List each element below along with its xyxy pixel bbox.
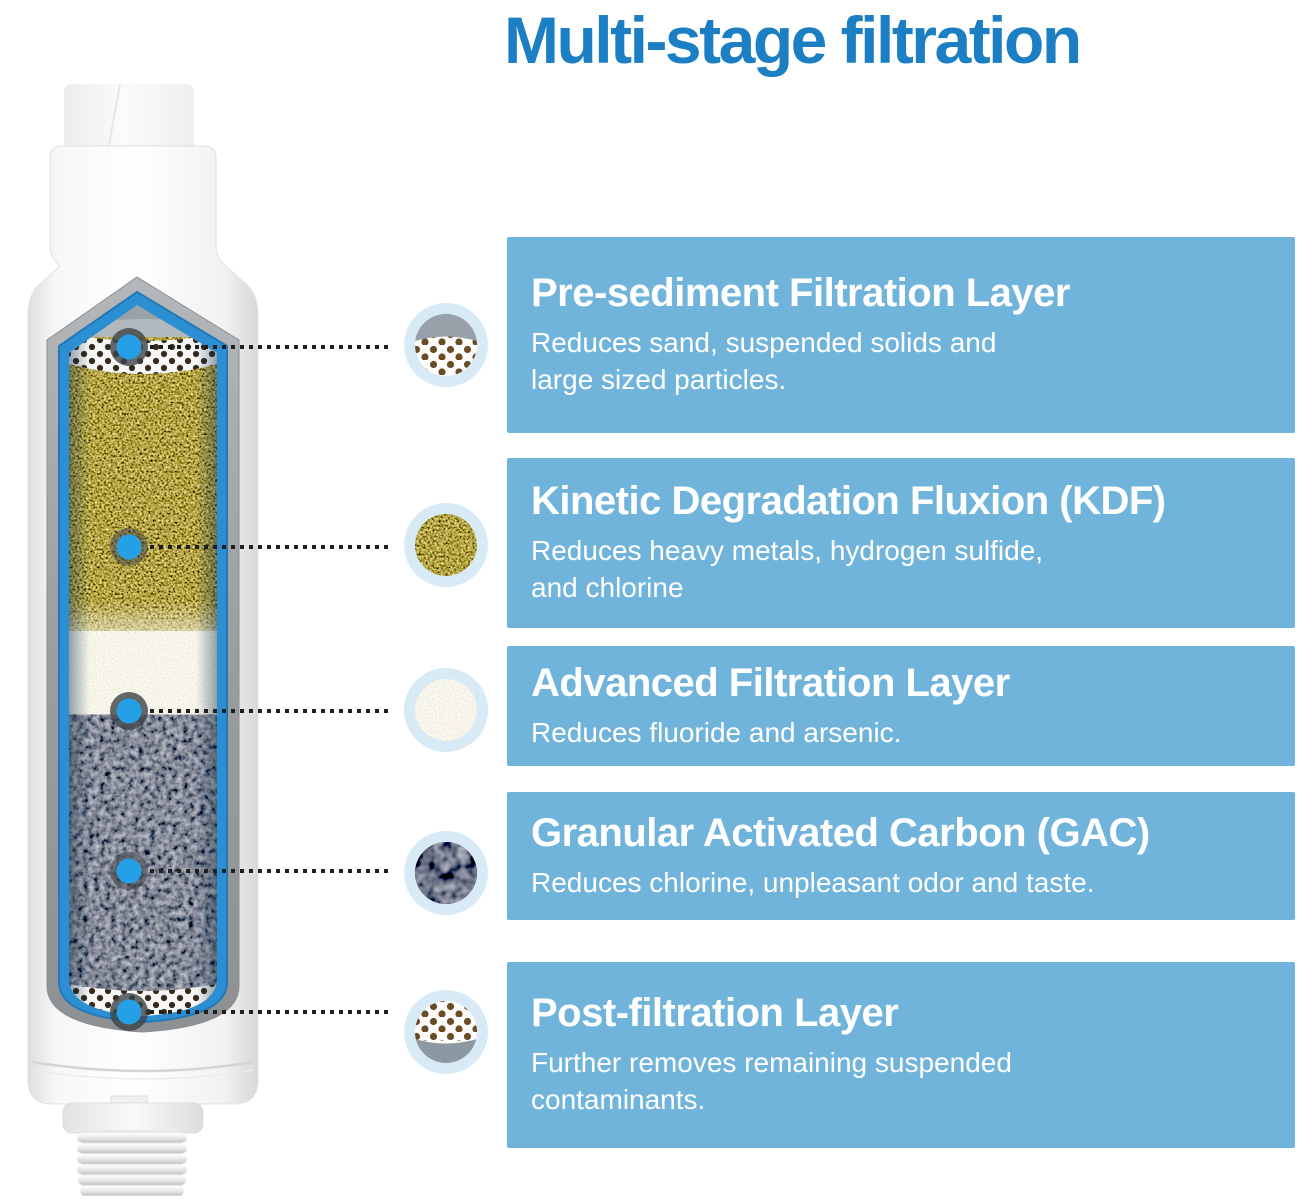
kdf-media-icon xyxy=(401,500,491,590)
filter-cap xyxy=(64,83,194,151)
connector-line-5 xyxy=(150,1010,388,1014)
pre-sediment-mesh-icon xyxy=(401,300,491,390)
page-title: Multi-stage filtration xyxy=(504,3,1082,77)
stage-panel-kdf: Kinetic Degradation Fluxion (KDF) Reduce… xyxy=(507,458,1295,628)
stage-panel-advanced: Advanced Filtration Layer Reduces fluori… xyxy=(507,646,1295,766)
stage-marker-dot-2 xyxy=(110,528,148,566)
advanced-media-icon xyxy=(401,665,491,755)
stage-marker-dot-5 xyxy=(110,993,148,1031)
stage-description-line: Reduces chlorine, unpleasant odor and ta… xyxy=(531,866,1095,898)
stage-description-line: Reduces sand, suspended solids and xyxy=(531,327,997,359)
stage-marker-dot-1 xyxy=(110,328,148,366)
stage-marker-dot-3 xyxy=(110,692,148,730)
base-seam-line-2 xyxy=(31,1069,255,1080)
stage-panel-pre-sediment: Pre-sediment Filtration Layer Reduces sa… xyxy=(507,237,1295,433)
stage-description-line: contaminants. xyxy=(531,1084,706,1115)
threaded-connector xyxy=(62,1095,204,1196)
filter-cutaway-illustration xyxy=(27,83,259,1196)
stage-heading: Pre-sediment Filtration Layer xyxy=(531,271,1070,316)
stage-panel-gac: Granular Activated Carbon (GAC) Reduces … xyxy=(507,792,1295,920)
connector-line-2 xyxy=(150,545,388,549)
stage-description-line: Reduces heavy metals, hydrogen sulfide, xyxy=(531,535,1044,567)
stage-description-line: and chlorine xyxy=(531,572,684,603)
stage-marker-dot-4 xyxy=(110,852,148,890)
connector-line-1 xyxy=(150,345,388,349)
stage-description-line: large sized particles. xyxy=(531,364,787,395)
stage-description-line: Reduces fluoride and arsenic. xyxy=(531,716,902,748)
connector-line-3 xyxy=(150,709,388,713)
stage-heading: Granular Activated Carbon (GAC) xyxy=(531,810,1150,855)
post-filtration-mesh-icon xyxy=(401,987,491,1077)
stage-marker-dots xyxy=(110,328,148,1031)
base-seam-line xyxy=(31,1060,255,1073)
stage-heading: Post-filtration Layer xyxy=(531,991,899,1036)
stage-heading: Advanced Filtration Layer xyxy=(531,660,1010,705)
stage-panel-post-filtration: Post-filtration Layer Further removes re… xyxy=(507,962,1295,1148)
stage-description-line: Further removes remaining suspended xyxy=(531,1047,1012,1079)
gac-carbon-icon xyxy=(401,828,491,918)
connector-line-4 xyxy=(150,869,388,873)
stage-heading: Kinetic Degradation Fluxion (KDF) xyxy=(531,479,1166,524)
